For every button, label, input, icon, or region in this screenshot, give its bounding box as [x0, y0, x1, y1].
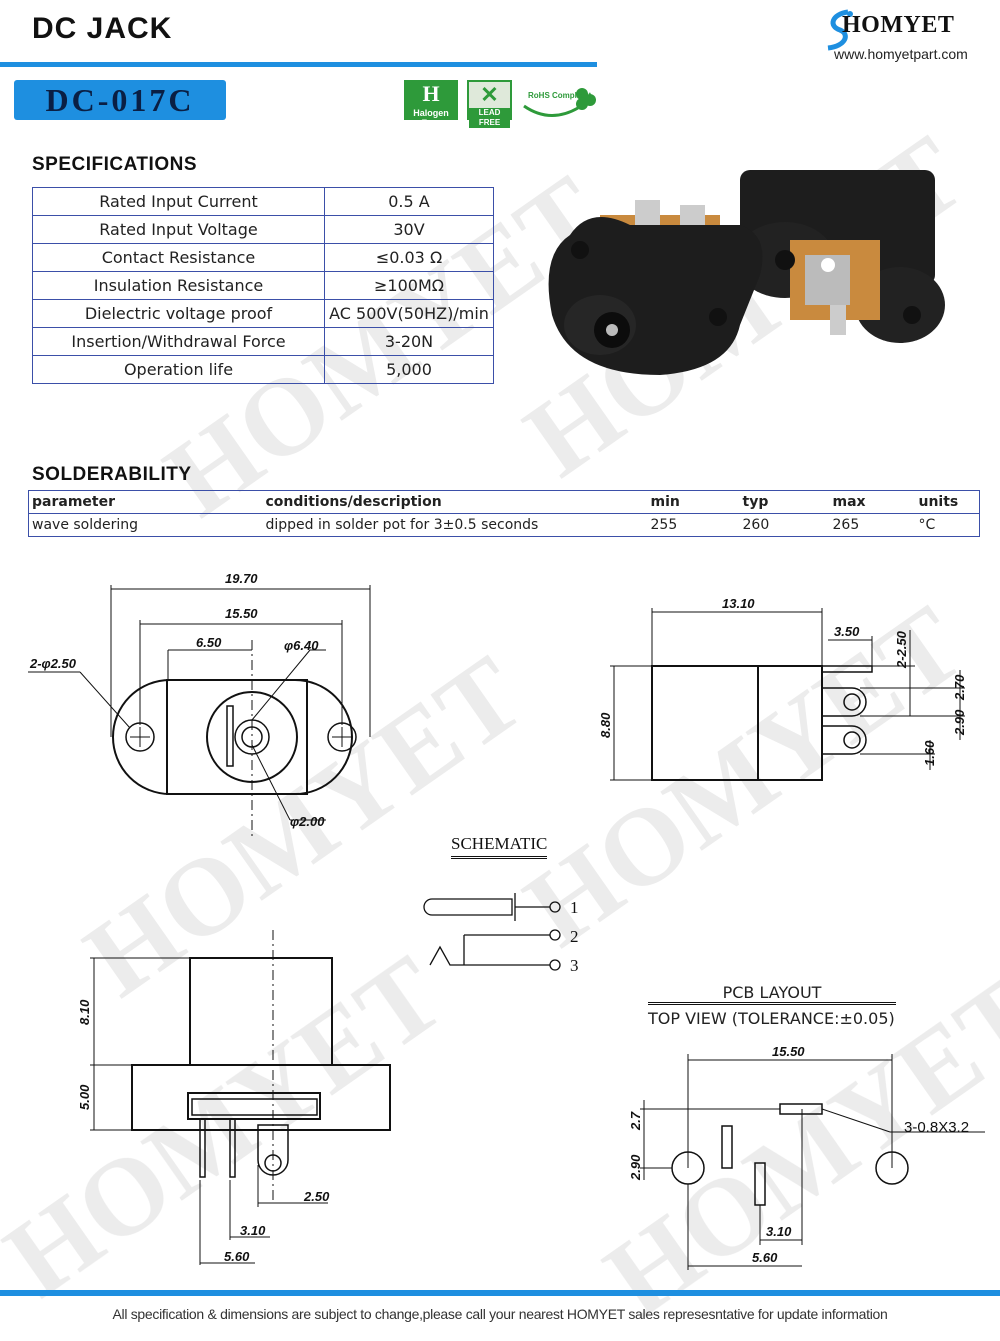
pcb-layout-drawing: 15.50 2.7 2.90 3.10 5.60 3-0.8X3.2 — [628, 1044, 985, 1270]
cell-conditions: dipped in solder pot for 3±0.5 seconds — [262, 513, 648, 537]
spec-row: Insulation Resistance≥100MΩ — [32, 271, 494, 300]
spec-name: Contact Resistance — [32, 243, 325, 272]
pin-2-label: 2 — [570, 927, 579, 946]
front-dim-650: 6.50 — [196, 635, 222, 650]
bottom-dim-250: 2.50 — [303, 1189, 330, 1204]
spec-value: 0.5 A — [324, 187, 494, 216]
front-dim-phi200: φ2.00 — [290, 814, 325, 829]
bottom-dim-310: 3.10 — [240, 1223, 266, 1238]
svg-text:RoHS Compliant: RoHS Compliant — [528, 91, 591, 100]
spec-name: Dielectric voltage proof — [32, 299, 325, 328]
cell-parameter: wave soldering — [28, 513, 263, 537]
col-parameter: parameter — [28, 490, 263, 514]
front-dim-1970: 19.70 — [225, 571, 258, 586]
pcb-dim-310: 3.10 — [766, 1224, 792, 1239]
footer-rule — [0, 1290, 1000, 1296]
side-dim-2-250: 2-2.50 — [894, 630, 909, 669]
spec-value: 5,000 — [324, 355, 494, 384]
page-title: DC JACK — [32, 12, 173, 45]
spec-value: AC 500V(50HZ)/min — [324, 299, 494, 328]
spec-value: 30V — [324, 215, 494, 244]
cell-typ: 260 — [739, 513, 830, 537]
bottom-dim-560: 5.60 — [224, 1249, 250, 1264]
spec-name: Rated Input Voltage — [32, 215, 325, 244]
side-dim-270: 2.70 — [952, 674, 967, 701]
solderability-header-row: parameter conditions/description min typ… — [28, 490, 980, 514]
col-min: min — [647, 490, 740, 514]
front-view-drawing: 19.70 15.50 6.50 φ6.40 2-φ2.50 φ2.00 — [28, 571, 371, 840]
pcb-dim-27: 2.7 — [628, 1111, 643, 1131]
col-units: units — [915, 490, 980, 514]
side-dim-1310: 13.10 — [722, 596, 755, 611]
bottom-dim-500: 5.00 — [77, 1084, 92, 1110]
brand-name: HOMYET — [842, 12, 955, 38]
spec-name: Operation life — [32, 355, 325, 384]
pcb-slot-label: 3-0.8X3.2 — [904, 1119, 969, 1136]
cell-max: 265 — [829, 513, 916, 537]
spec-name: Insertion/Withdrawal Force — [32, 327, 325, 356]
specifications-heading: SPECIFICATIONS — [32, 154, 197, 175]
bottom-dim-810: 8.10 — [77, 999, 92, 1025]
pcb-dim-1550: 15.50 — [772, 1044, 805, 1059]
pin-3-label: 3 — [570, 956, 579, 975]
front-dim-2phi250: 2-φ2.50 — [29, 656, 77, 671]
cell-min: 255 — [647, 513, 740, 537]
clover-icon: RoHS Compliant — [523, 88, 596, 117]
side-view-drawing: 13.10 3.50 2-2.50 2.70 2.90 8.80 1.60 — [598, 596, 967, 781]
cell-units: °C — [915, 513, 980, 537]
col-conditions: conditions/description — [262, 490, 648, 514]
product-photo — [548, 170, 945, 375]
brand-logo-icon — [827, 9, 853, 51]
pcb-dim-560: 5.60 — [752, 1250, 778, 1265]
footer-note: All specification & dimensions are subje… — [112, 1306, 888, 1322]
spec-value: 3-20N — [324, 327, 494, 356]
solderability-row: wave soldering dipped in solder pot for … — [28, 513, 980, 537]
spec-value: ≤0.03 Ω — [324, 243, 494, 272]
rohs-badge: RoHS Compliant — [520, 80, 596, 120]
pcb-dim-290: 2.90 — [628, 1154, 643, 1181]
schematic-title: SCHEMATIC — [451, 834, 548, 859]
side-dim-290: 2.90 — [952, 709, 967, 736]
spec-name: Insulation Resistance — [32, 271, 325, 300]
brand-website: www.homyetpart.com — [834, 46, 968, 62]
pcb-layout-subtitle: TOP VIEW (TOLERANCE:±0.05) — [648, 1009, 895, 1028]
solderability-heading: SOLDERABILITY — [32, 464, 192, 485]
spec-row: Contact Resistance≤0.03 Ω — [32, 243, 494, 272]
front-dim-phi640: φ6.40 — [284, 638, 319, 653]
col-typ: typ — [739, 490, 830, 514]
side-dim-350: 3.50 — [834, 624, 860, 639]
solderability-table: parameter conditions/description min typ… — [28, 490, 980, 537]
part-number: DC-017C — [14, 80, 226, 120]
schematic-diagram: 1 2 3 — [423, 893, 579, 975]
spec-value: ≥100MΩ — [324, 271, 494, 300]
spec-name: Rated Input Current — [32, 187, 325, 216]
pcb-layout-title: PCB LAYOUT — [648, 983, 896, 1005]
side-dim-880: 8.80 — [598, 712, 613, 738]
front-dim-1550: 15.50 — [225, 606, 258, 621]
side-dim-160: 1.60 — [922, 740, 937, 766]
col-max: max — [829, 490, 916, 514]
lead-free-badge: ✕LEAD FREE — [467, 80, 512, 128]
bottom-view-drawing: 8.10 5.00 2.50 3.10 5.60 — [77, 930, 391, 1265]
pin-1-label: 1 — [570, 898, 579, 917]
header-rule — [0, 62, 597, 67]
